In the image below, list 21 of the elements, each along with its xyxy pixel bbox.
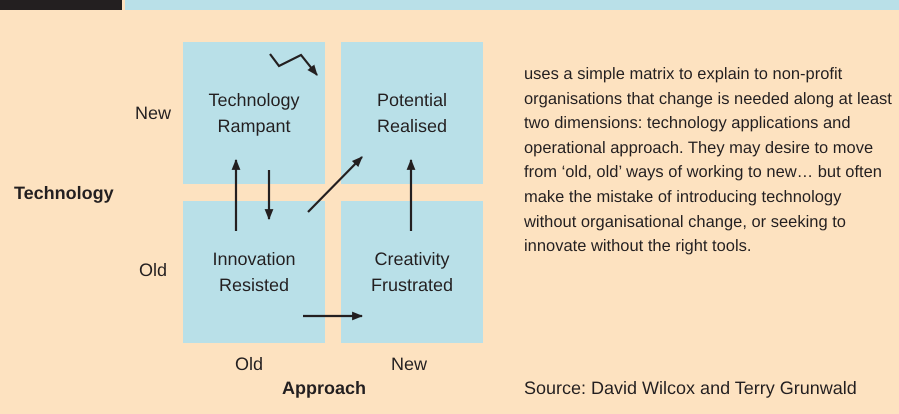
matrix-cell — [341, 201, 483, 343]
axis-value: New — [391, 354, 428, 375]
cell-label: Creativity Frustrated — [370, 248, 454, 297]
arrow — [307, 156, 363, 213]
cell-label: Technology Rampant — [207, 89, 301, 138]
matrix-cell — [183, 42, 325, 184]
description-paragraph: uses a simple matrix to explain to non-profit organisations that change is needed along at least two dimensions: technology applications and operational approach. They may desire to move from ‘old, old’ ways of working to new… but often make the mistake of introducing technology without organisational change, or seeking to innovate without the right tools. — [524, 64, 893, 258]
axis-value: New — [135, 103, 172, 124]
arrow — [232, 158, 240, 231]
axis-title: Approach — [282, 378, 366, 399]
matrix-cell — [183, 201, 325, 343]
cell-label: Potential Realised — [376, 89, 448, 138]
axis-value: Old — [139, 260, 168, 281]
cell-label: Innovation Resisted — [211, 248, 297, 297]
arrow — [406, 158, 416, 231]
source-note: Source: David Wilcox and Terry Grunwald — [524, 378, 857, 399]
arrow — [303, 312, 364, 320]
axis-value: Old — [235, 354, 264, 375]
axis-title: Technology — [14, 183, 114, 204]
arrow — [264, 170, 274, 220]
matrix-cell — [341, 42, 483, 184]
